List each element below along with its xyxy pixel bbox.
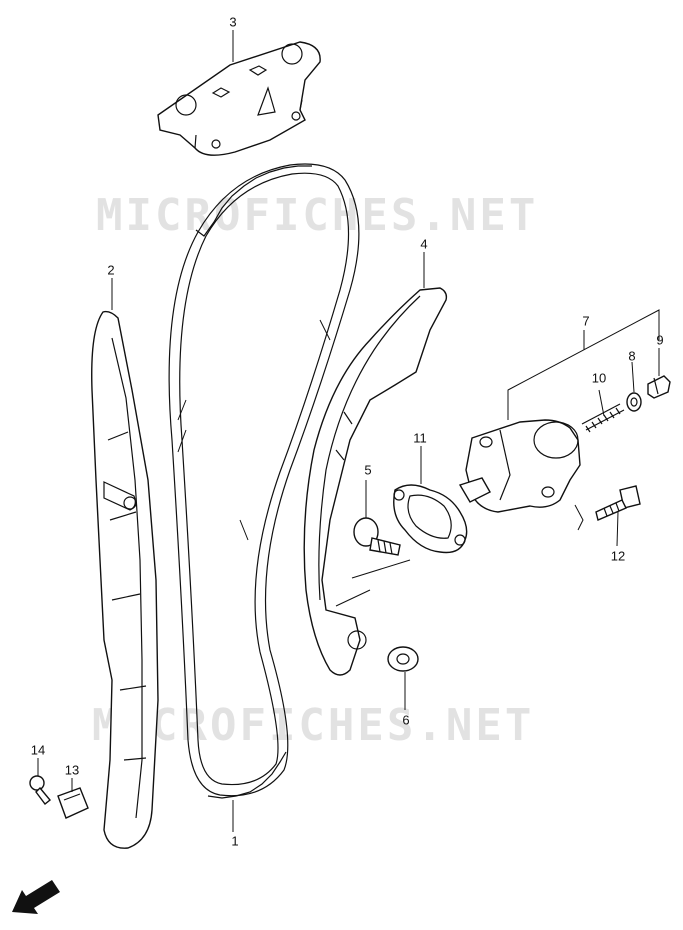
callout-4: 4 <box>420 236 428 252</box>
part-6-washer <box>387 646 419 672</box>
fwd-arrow-icon <box>12 880 60 914</box>
watermark-top: MICROFICHES.NET <box>96 190 539 241</box>
callout-8: 8 <box>628 348 636 364</box>
part-2-chain-guide <box>91 310 159 849</box>
part-3-guide-plate <box>157 41 321 156</box>
callout-13: 13 <box>64 762 80 778</box>
leader-lines <box>37 30 660 832</box>
part-11-gasket <box>393 484 468 554</box>
part-4-tensioner-arm <box>303 287 448 676</box>
part-7-tensioner-assembly <box>458 419 581 513</box>
part-12-bolt <box>595 485 641 521</box>
watermark-bottom: MICROFICHES.NET <box>92 700 535 751</box>
callout-6: 6 <box>402 712 410 728</box>
callout-5: 5 <box>364 462 372 478</box>
part-9-cap-bolt <box>647 375 671 399</box>
part-1-cam-chain <box>168 163 360 799</box>
callout-9: 9 <box>656 332 664 348</box>
callout-10: 10 <box>591 370 607 386</box>
part-8-washer <box>626 392 642 412</box>
part-14-screw <box>29 775 51 805</box>
callout-1: 1 <box>231 833 239 849</box>
callout-11: 11 <box>413 430 427 446</box>
callout-2: 2 <box>107 262 115 278</box>
callout-14: 14 <box>30 742 46 758</box>
part-10-spring <box>581 403 625 433</box>
callout-7: 7 <box>582 313 590 329</box>
part-13-clip <box>57 787 89 819</box>
callout-12: 12 <box>610 548 626 564</box>
callout-3: 3 <box>229 14 237 30</box>
part-5-pivot-bolt <box>353 517 401 556</box>
